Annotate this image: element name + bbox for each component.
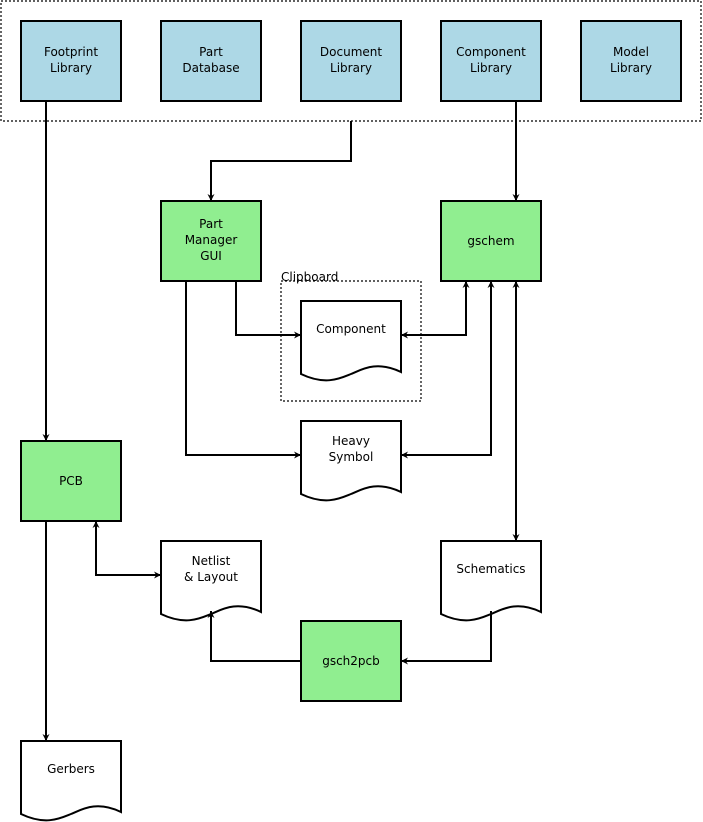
edge-library-group-to-part-manager bbox=[207, 121, 352, 201]
document-library-node[interactable]: Document Library bbox=[300, 20, 402, 102]
netlist-label-line2: & Layout bbox=[184, 570, 238, 584]
model-library-label-line2: Library bbox=[610, 61, 652, 75]
edge-part-manager-to-component bbox=[235, 281, 301, 339]
pcb-node[interactable]: PCB bbox=[20, 440, 122, 522]
edge-schematics-to-gsch2pcb bbox=[401, 611, 492, 665]
part-database-label-line2: Database bbox=[182, 61, 239, 75]
edge-part-manager-to-heavy-symbol bbox=[185, 281, 301, 459]
gsch2pcb-node[interactable]: gsch2pcb bbox=[300, 620, 402, 702]
footprint-library-label-line2: Library bbox=[50, 61, 92, 75]
pcb-label: PCB bbox=[59, 474, 83, 488]
gerbers-document-node[interactable]: Gerbers bbox=[20, 740, 122, 822]
gschem-label: gschem bbox=[467, 234, 514, 248]
model-library-label-line1: Model bbox=[613, 45, 649, 59]
footprint-library-label-line1: Footprint bbox=[44, 45, 98, 59]
part-manager-label-line2: Manager bbox=[185, 233, 238, 247]
edge-pcb-to-netlist bbox=[92, 521, 161, 579]
component-library-label-line1: Component bbox=[456, 45, 526, 59]
netlist-layout-document-node[interactable]: Netlist & Layout bbox=[160, 540, 262, 622]
component-document-node[interactable]: Component bbox=[300, 300, 402, 382]
edge-heavy-symbol-to-gschem bbox=[401, 281, 495, 459]
schematics-label: Schematics bbox=[456, 562, 525, 576]
component-document-label: Component bbox=[316, 322, 386, 336]
edge-gsch2pcb-to-netlist bbox=[207, 611, 301, 662]
model-library-node[interactable]: Model Library bbox=[580, 20, 682, 102]
edge-component-to-gschem bbox=[401, 281, 470, 339]
clipboard-label: Clipboard bbox=[281, 270, 338, 284]
footprint-library-node[interactable]: Footprint Library bbox=[20, 20, 122, 102]
part-database-label-line1: Part bbox=[199, 45, 223, 59]
gschem-node[interactable]: gschem bbox=[440, 200, 542, 282]
part-manager-gui-node[interactable]: Part Manager GUI bbox=[160, 200, 262, 282]
schematics-document-node[interactable]: Schematics bbox=[440, 540, 542, 622]
gerbers-label: Gerbers bbox=[47, 762, 95, 776]
heavy-symbol-document-node[interactable]: Heavy Symbol bbox=[300, 420, 402, 502]
part-manager-label-line1: Part bbox=[199, 217, 223, 231]
gsch2pcb-label: gsch2pcb bbox=[322, 654, 380, 668]
component-library-label-line2: Library bbox=[470, 61, 512, 75]
netlist-label-line1: Netlist bbox=[192, 554, 231, 568]
document-library-label-line1: Document bbox=[320, 45, 382, 59]
heavy-symbol-label-line2: Symbol bbox=[329, 450, 374, 464]
heavy-symbol-label-line1: Heavy bbox=[332, 434, 370, 448]
part-database-node[interactable]: Part Database bbox=[160, 20, 262, 102]
part-manager-label-line3: GUI bbox=[200, 249, 222, 263]
component-library-node[interactable]: Component Library bbox=[440, 20, 542, 102]
document-library-label-line2: Library bbox=[330, 61, 372, 75]
